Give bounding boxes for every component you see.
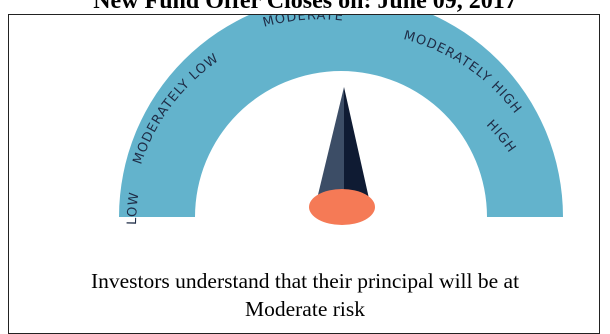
- riskometer-gauge: LOW MODERATELY LOW MODERATE MODERATELY H…: [119, 15, 563, 225]
- gauge-needle: [316, 87, 370, 203]
- caption-line-1: Investors understand that their principa…: [90, 269, 520, 293]
- needle-pivot: [309, 189, 375, 225]
- gauge-arc: [119, 15, 563, 217]
- offer-closing-header: New Fund Offer Closes on: June 09, 2017: [93, 0, 517, 14]
- caption-line-2: Moderate risk: [244, 297, 365, 321]
- riskometer-box: LOW MODERATELY LOW MODERATE MODERATELY H…: [8, 14, 600, 334]
- label-low: LOW: [125, 191, 143, 225]
- risk-caption: Investors understand that their principa…: [9, 267, 601, 323]
